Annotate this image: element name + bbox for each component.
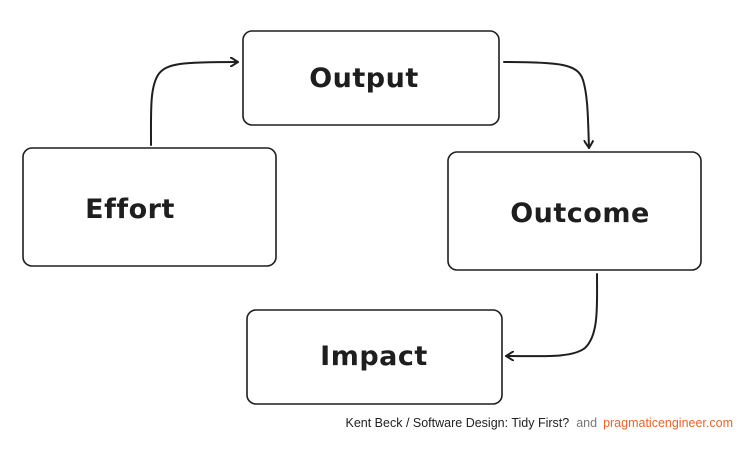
arrow-outcome-to-impact [505,273,599,356]
node-effort-box [22,147,277,267]
node-impact-box [246,309,503,405]
footer-credit: Kent Beck / Software Design: Tidy First? [345,416,570,430]
node-outcome-box [447,151,702,271]
attribution-footer: Kent Beck / Software Design: Tidy First?… [346,416,734,430]
node-output-box [242,30,500,126]
node-effort: Effort [22,147,277,267]
node-output: Output [242,30,500,126]
node-impact: Impact [246,309,503,405]
node-effort-label: Effort [85,194,175,225]
arrow-effort-to-output [149,62,239,146]
node-output-label: Output [309,63,419,94]
node-impact-label: Impact [320,341,428,372]
node-outcome-label: Outcome [510,198,650,229]
arrow-output-to-outcome [503,61,589,149]
footer-brand-link[interactable]: pragmaticengineer.com [603,416,733,430]
footer-and: and [576,416,598,430]
node-outcome: Outcome [447,151,702,271]
